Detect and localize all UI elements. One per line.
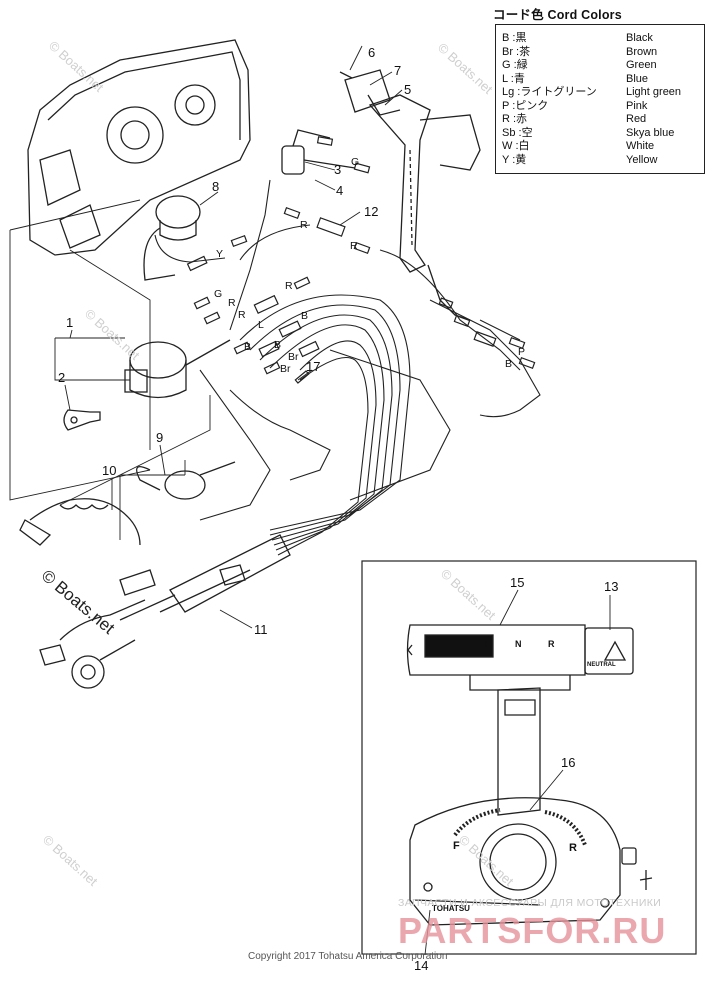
copyright: Copyright 2017 Tohatsu America Corporati… bbox=[248, 951, 448, 962]
callout-14: 14 bbox=[414, 958, 429, 973]
wire-label: R bbox=[350, 240, 358, 252]
legend-code: B :黒 bbox=[502, 32, 527, 44]
wire-label: P bbox=[518, 346, 526, 358]
legend-code: R :赤 bbox=[502, 113, 528, 125]
neutral-switch bbox=[339, 69, 401, 116]
wire-harness bbox=[154, 179, 541, 556]
legend-code: Br :茶 bbox=[502, 45, 531, 58]
wire-label: B bbox=[505, 358, 513, 370]
legend-name: Blue bbox=[626, 72, 649, 85]
callout-12: 12 bbox=[364, 204, 379, 219]
wire-label: G bbox=[351, 156, 360, 168]
main-switch bbox=[124, 339, 231, 399]
callout-13: 13 bbox=[604, 579, 619, 594]
wire-label: R bbox=[285, 280, 293, 292]
indicator-plate bbox=[406, 624, 586, 691]
callout-15: 15 bbox=[510, 575, 525, 590]
callout-6: 6 bbox=[368, 45, 376, 60]
callout-16: 16 bbox=[561, 755, 576, 770]
legend-name: Brown bbox=[626, 45, 658, 58]
callout-4: 4 bbox=[336, 183, 344, 198]
main-harness bbox=[39, 534, 291, 689]
wire-label: B bbox=[301, 310, 309, 322]
legend-name: White bbox=[626, 140, 655, 152]
legend-code: Y :黄 bbox=[502, 153, 527, 166]
legend-code: L :青 bbox=[502, 72, 525, 85]
callout-17: 17 bbox=[306, 359, 321, 374]
wire-label: Br bbox=[288, 351, 299, 363]
legend-code: G :緑 bbox=[502, 59, 528, 71]
box-reverse-label: R bbox=[569, 842, 577, 854]
legend-code: W :白 bbox=[502, 140, 530, 152]
wire-label: R bbox=[238, 309, 246, 321]
shift-neutral-label: N bbox=[515, 639, 522, 649]
legend-name: Red bbox=[626, 113, 647, 125]
callout-1: 1 bbox=[66, 315, 74, 330]
callout-9: 9 bbox=[156, 430, 164, 445]
callout-7: 7 bbox=[394, 63, 402, 78]
shift-reverse-label: R bbox=[548, 639, 555, 649]
buzzer bbox=[143, 195, 201, 281]
wire-label: R bbox=[228, 297, 236, 309]
callout-11: 11 bbox=[254, 622, 268, 637]
wire-label: B bbox=[244, 341, 252, 353]
ignition-key bbox=[63, 409, 101, 431]
connectors bbox=[186, 136, 536, 384]
box-forward-label: F bbox=[453, 840, 460, 852]
legend-name: Yellow bbox=[626, 153, 658, 166]
partsfor-logo: PARTSFOR.RU bbox=[398, 910, 667, 951]
wire-label: Y bbox=[216, 248, 224, 260]
legend-name: Light green bbox=[626, 86, 682, 98]
legend-title: コード色 Cord Colors bbox=[493, 8, 622, 22]
leader-lines bbox=[64, 45, 611, 956]
control-box-housing bbox=[27, 39, 251, 256]
relay-unit bbox=[281, 129, 356, 175]
legend-name: Black bbox=[626, 32, 653, 44]
callout-3: 3 bbox=[334, 162, 342, 177]
partsfor-tagline: ЗАПЧАСТИ И АКСЕССУАРЫ ДЛЯ МОТОТЕХНИКИ bbox=[398, 897, 662, 909]
neutral-text: NEUTRAL bbox=[587, 662, 616, 668]
callout-5: 5 bbox=[404, 82, 412, 97]
tohatsu-logo: TOHATSU bbox=[432, 904, 470, 913]
neutral-label bbox=[584, 627, 634, 675]
callout-8: 8 bbox=[212, 179, 220, 194]
callout-10: 10 bbox=[102, 463, 117, 478]
lanyard-cord bbox=[19, 498, 141, 546]
wire-label: B bbox=[274, 339, 282, 351]
wire-label: L bbox=[258, 319, 264, 331]
callout-2: 2 bbox=[58, 370, 66, 385]
legend-name: Skya blue bbox=[626, 126, 675, 139]
stop-switch bbox=[119, 460, 236, 540]
wire-label: R bbox=[300, 219, 308, 231]
legend-name: Green bbox=[626, 59, 657, 71]
legend-code: Sb :空 bbox=[502, 126, 533, 139]
control-handle bbox=[368, 94, 481, 321]
legend-code: Lg :ライトグリーン bbox=[502, 86, 597, 98]
legend-name: Pink bbox=[626, 99, 648, 112]
wire-label: Br bbox=[280, 363, 291, 375]
legend-code: P :ピンク bbox=[502, 99, 549, 112]
remote-control-box bbox=[409, 687, 653, 926]
inset-box bbox=[361, 560, 697, 955]
shift-forward-label: F bbox=[485, 639, 491, 649]
wire-label: G bbox=[214, 288, 223, 300]
